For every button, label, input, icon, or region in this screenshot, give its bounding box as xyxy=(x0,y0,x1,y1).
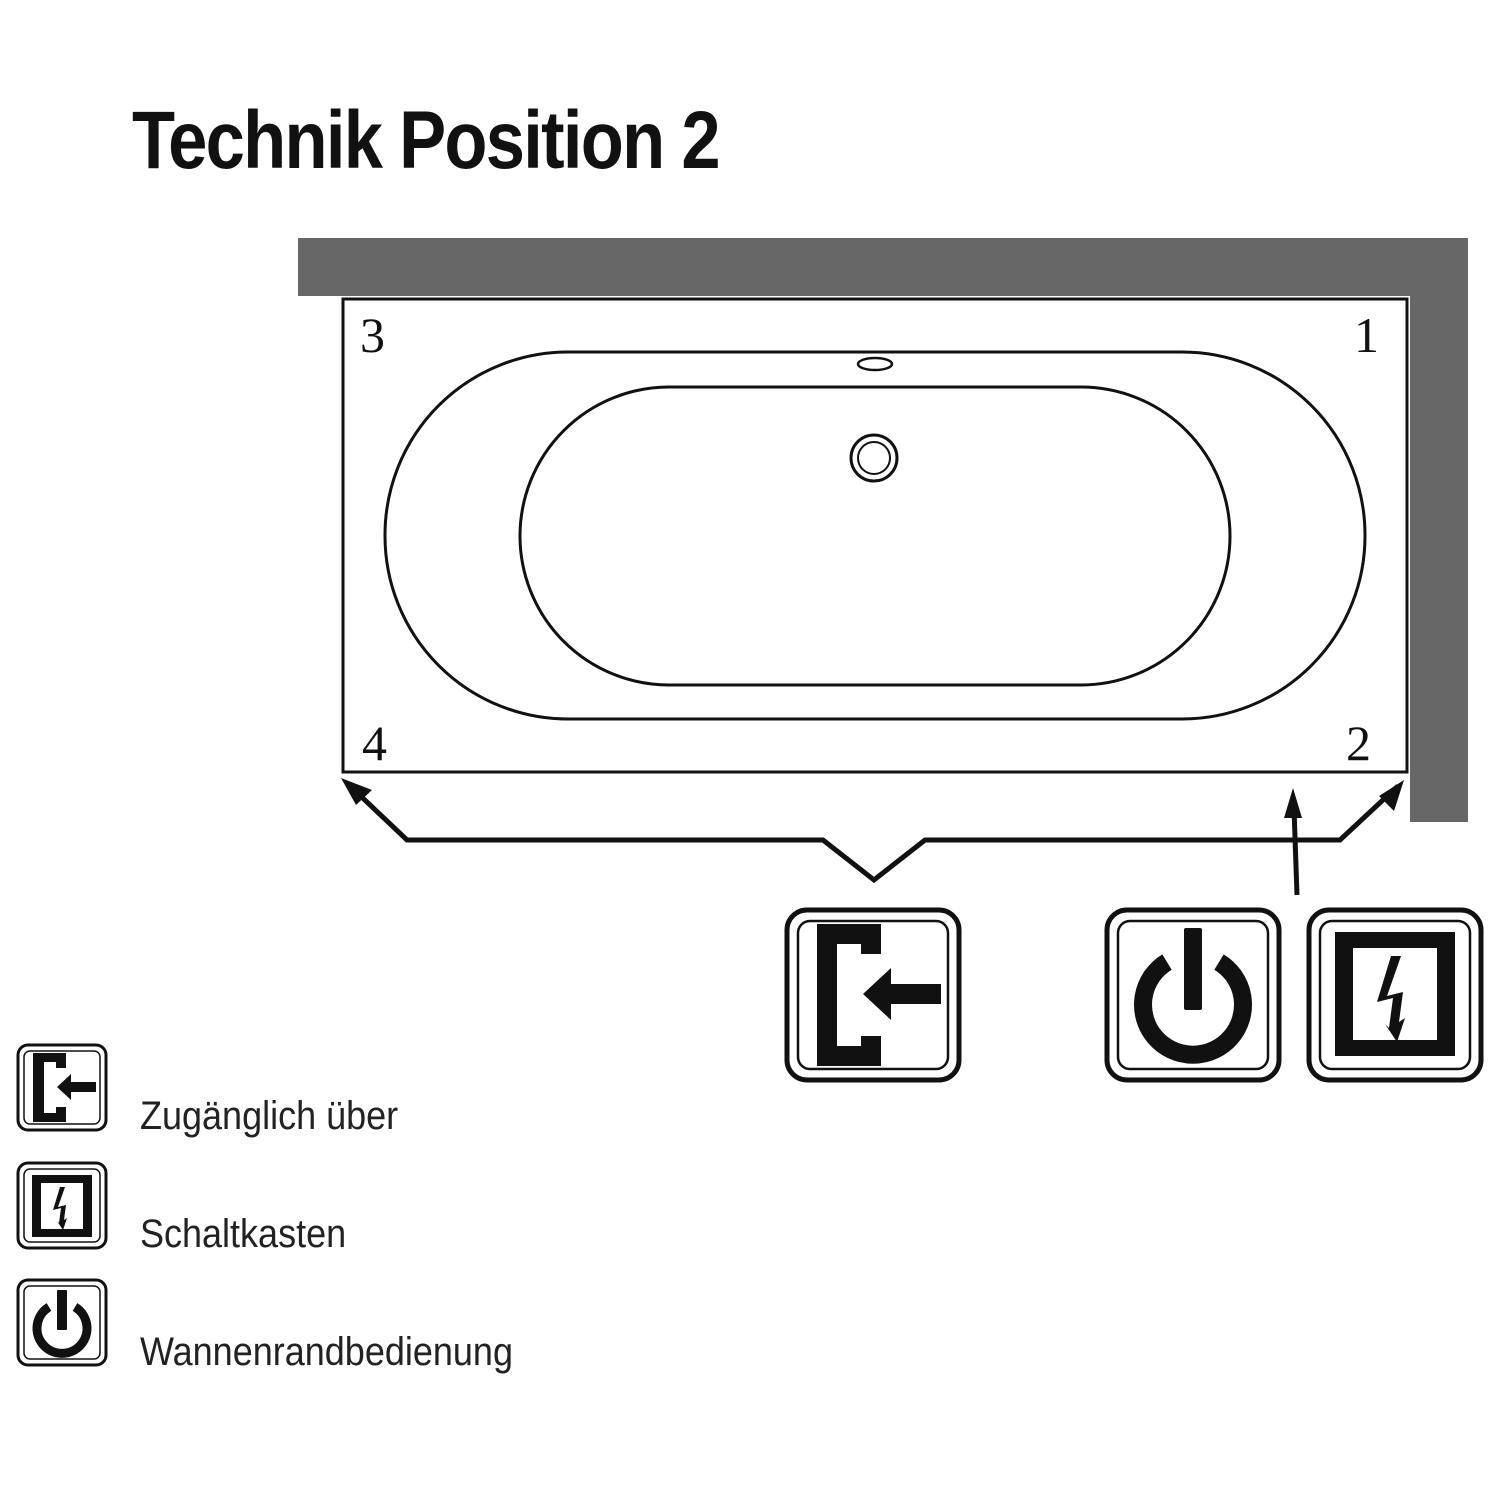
arrowhead-left xyxy=(341,778,372,805)
legend-power-icon xyxy=(16,1278,108,1367)
access-arrow-icon xyxy=(784,907,962,1083)
bathtub-rim xyxy=(383,350,1367,721)
lightning-box-icon xyxy=(1306,907,1484,1083)
access-bracket xyxy=(346,782,1400,884)
corner-label-4: 4 xyxy=(362,715,387,771)
page-title: Technik Position 2 xyxy=(132,95,721,186)
bathtub-basin xyxy=(518,385,1232,687)
overflow xyxy=(856,356,894,372)
corner-label-2: 2 xyxy=(1346,715,1371,771)
corner-label-1: 1 xyxy=(1354,307,1379,363)
arrowhead-right xyxy=(1379,780,1404,811)
power-icon xyxy=(1104,907,1282,1083)
legend-lightning-box-icon xyxy=(16,1161,108,1250)
legend-label-switchbox: Schaltkasten xyxy=(140,1212,347,1256)
legend-label-control: Wannenrandbedienung xyxy=(140,1330,513,1374)
control-arrowhead xyxy=(1284,788,1302,818)
legend-label-access: Zugänglich über xyxy=(140,1094,399,1138)
control-arrow-line xyxy=(1291,807,1300,896)
legend-access-icon xyxy=(16,1043,108,1132)
drain xyxy=(849,433,899,483)
corner-label-3: 3 xyxy=(360,307,385,363)
